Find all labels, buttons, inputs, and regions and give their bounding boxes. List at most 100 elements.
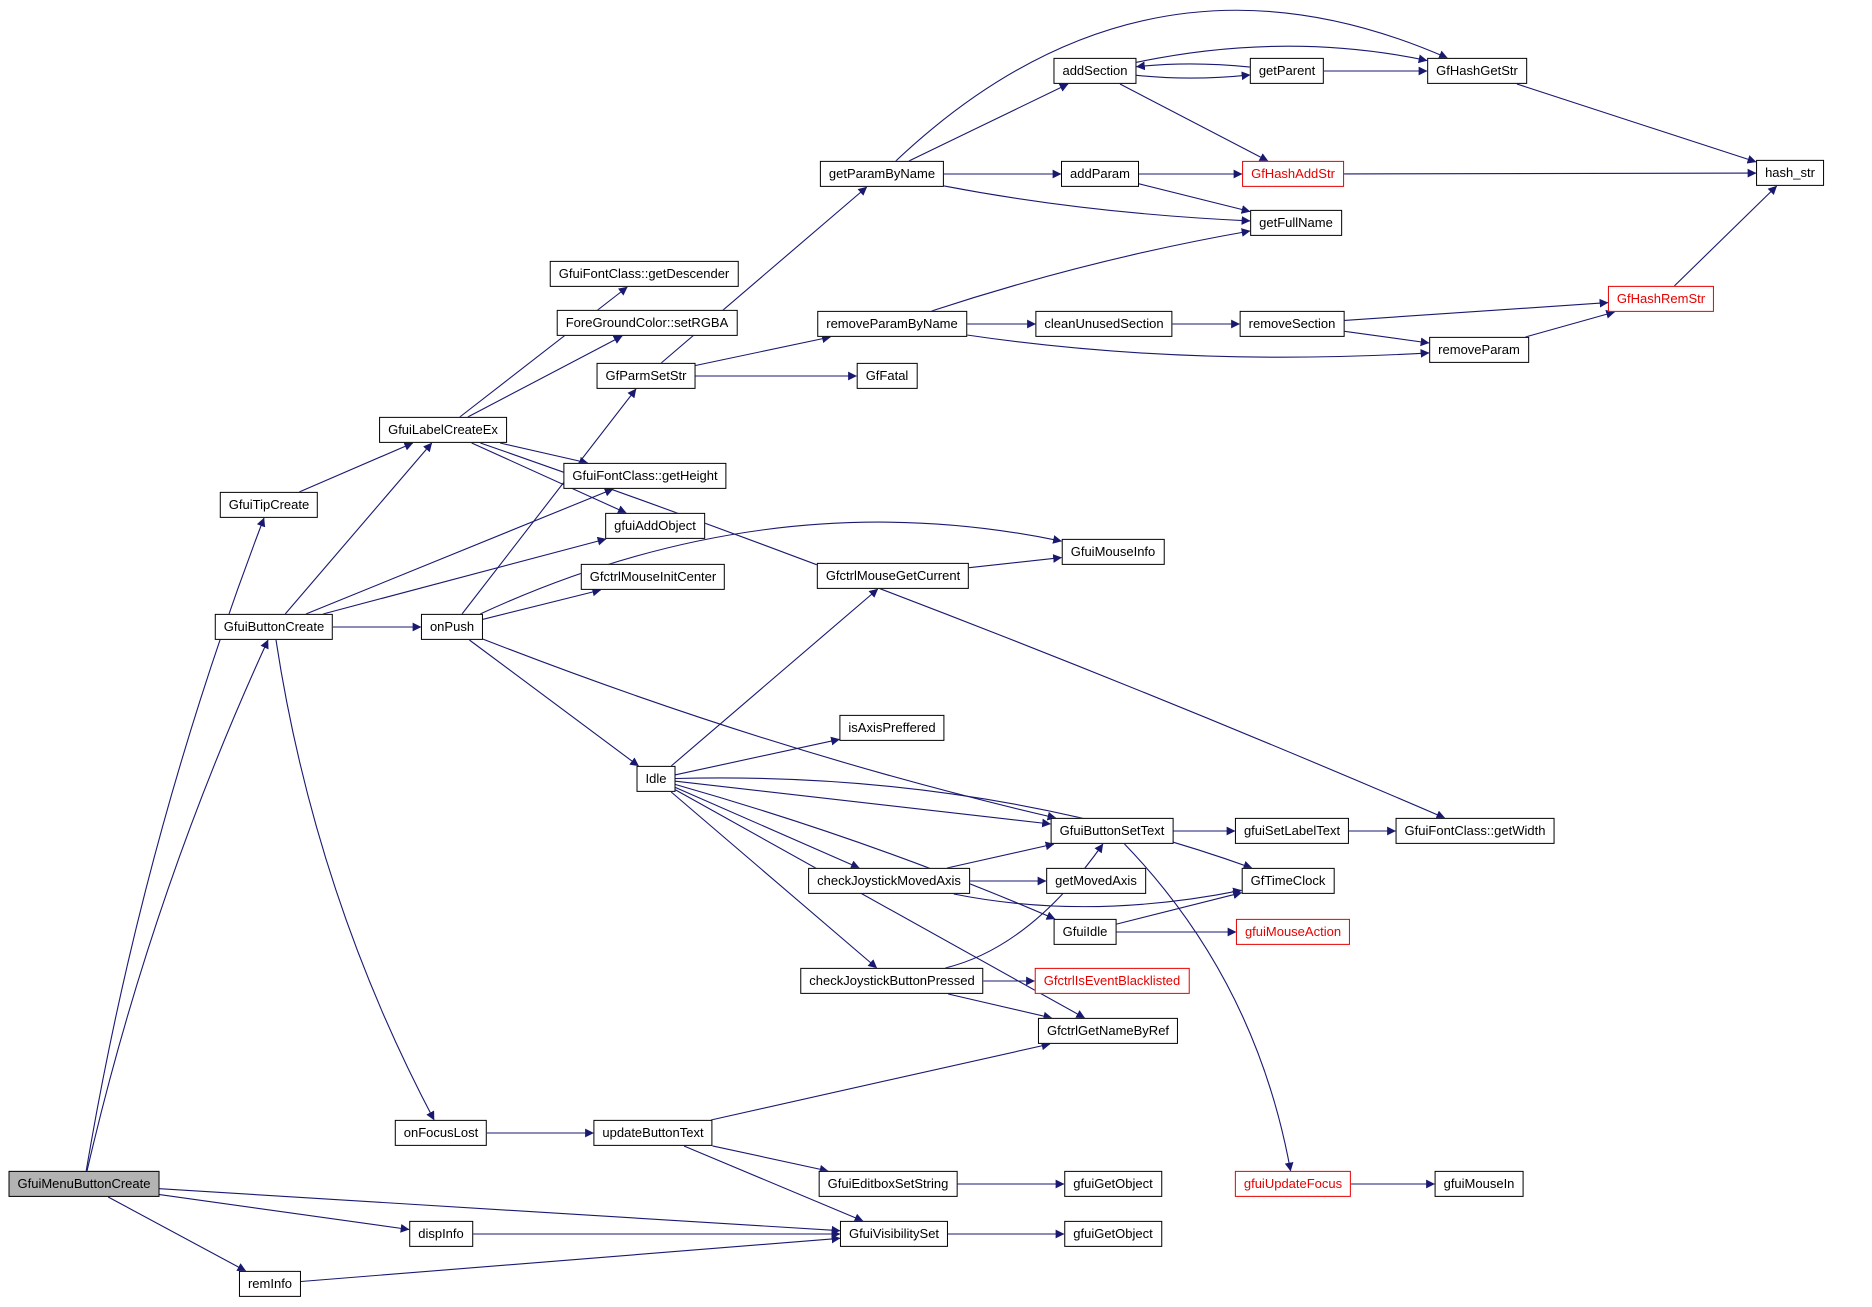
edge-menuButtonCreate-to-tipCreate <box>85 517 266 1172</box>
node-timeClock[interactable]: GfTimeClock <box>1241 867 1335 895</box>
node-getParent[interactable]: getParent <box>1249 57 1325 85</box>
node-idle[interactable]: Idle <box>636 765 676 793</box>
node-getObject2[interactable]: gfuiGetObject <box>1064 1220 1162 1248</box>
node-buttonSetText[interactable]: GfuiButtonSetText <box>1050 817 1174 845</box>
node-setLabelText[interactable]: gfuiSetLabelText <box>1234 817 1350 845</box>
edge-menuButtonCreate-to-dispInfo <box>159 1194 410 1233</box>
node-addSection[interactable]: addSection <box>1053 57 1137 85</box>
node-hashRemStr[interactable]: GfHashRemStr <box>1607 285 1715 313</box>
edge-idle-to-gfuiIdle <box>675 783 1056 920</box>
node-mouseIn[interactable]: gfuiMouseIn <box>1434 1170 1524 1198</box>
node-getObject1[interactable]: gfuiGetObject <box>1064 1170 1162 1198</box>
edge-buttonCreate-to-addObject <box>322 536 607 615</box>
edge-buttonCreate-to-getHeight <box>305 488 614 615</box>
node-editboxSetString[interactable]: GfuiEditboxSetString <box>818 1170 958 1198</box>
edge-onPush-to-mouseInitCenter <box>482 587 602 620</box>
node-mouseGetCurrent[interactable]: GfctrlMouseGetCurrent <box>816 562 970 590</box>
edge-labelCreateEx-to-getWidth <box>480 442 1446 819</box>
edge-idle-to-getNameByRef <box>675 789 1086 1019</box>
node-checkJoyButtonPressed[interactable]: checkJoystickButtonPressed <box>800 967 984 995</box>
node-addObject[interactable]: gfuiAddObject <box>605 512 705 540</box>
node-removeSection[interactable]: removeSection <box>1239 310 1345 338</box>
node-isAxisPreffered[interactable]: isAxisPreffered <box>839 714 945 742</box>
node-visibilitySet[interactable]: GfuiVisibilitySet <box>839 1220 949 1248</box>
edge-menuButtonCreate-to-visibilitySet <box>159 1188 841 1235</box>
node-mouseAction[interactable]: gfuiMouseAction <box>1235 918 1351 946</box>
edge-addParam-to-getFullName <box>1138 183 1251 214</box>
node-getFullName[interactable]: getFullName <box>1250 209 1342 237</box>
edge-remInfo-to-visibilitySet <box>300 1234 841 1283</box>
edge-idle-to-isAxisPreffered <box>675 736 840 776</box>
edge-labelCreateEx-to-getDescender <box>459 286 628 418</box>
edge-checkJoyMovedAxis-to-buttonSetText <box>946 841 1055 869</box>
edge-gfuiIdle-to-timeClock <box>1116 890 1242 925</box>
node-gfuiIdle[interactable]: GfuiIdle <box>1053 918 1117 946</box>
edge-buttonSetText-to-updateFocus <box>1124 843 1294 1172</box>
edge-menuButtonCreate-to-buttonCreate <box>86 639 269 1172</box>
node-setRGBA[interactable]: ForeGroundColor::setRGBA <box>556 309 738 337</box>
node-getWidth[interactable]: GfuiFontClass::getWidth <box>1395 817 1555 845</box>
edge-tipCreate-to-labelCreateEx <box>298 442 414 493</box>
node-onPush[interactable]: onPush <box>420 613 484 641</box>
edge-hashGetStr-to-hashStr <box>1516 83 1757 164</box>
node-cleanUnusedSection[interactable]: cleanUnusedSection <box>1035 310 1173 338</box>
edge-getParamByName-to-addSection <box>908 83 1069 162</box>
edge-idle-to-buttonSetText <box>675 780 1051 828</box>
edge-checkJoyMovedAxis-to-timeClock <box>953 887 1242 908</box>
edge-updateButtonText-to-editboxSetString <box>712 1145 829 1174</box>
edge-labelCreateEx-to-getHeight <box>499 442 589 466</box>
node-removeParam[interactable]: removeParam <box>1429 336 1529 364</box>
node-isEventBlacklisted[interactable]: GfctrlIsEventBlacklisted <box>1034 967 1190 995</box>
node-dispInfo[interactable]: dispInfo <box>409 1220 473 1248</box>
node-getMovedAxis[interactable]: getMovedAxis <box>1046 867 1146 895</box>
node-checkJoyMovedAxis[interactable]: checkJoystickMovedAxis <box>808 867 970 895</box>
edge-removeParam-to-hashRemStr <box>1525 310 1616 338</box>
edge-idle-to-checkJoyMovedAxis <box>675 786 860 869</box>
node-gfFatal[interactable]: GfFatal <box>856 362 918 390</box>
edge-buttonCreate-to-labelCreateEx <box>284 442 433 615</box>
edge-removeParamByName-to-removeParam <box>966 334 1430 358</box>
edge-removeParamByName-to-getFullName <box>931 228 1251 312</box>
edge-addSection-to-getParent <box>1136 71 1251 81</box>
edge-updateButtonText-to-visibilitySet <box>683 1145 864 1222</box>
node-onFocusLost[interactable]: onFocusLost <box>394 1119 488 1147</box>
node-getParamByName[interactable]: getParamByName <box>819 160 945 188</box>
edge-menuButtonCreate-to-remInfo <box>107 1196 247 1272</box>
edge-addSection-to-hashAddStr <box>1119 83 1269 162</box>
node-parmSetStr[interactable]: GfParmSetStr <box>596 362 696 390</box>
node-buttonCreate[interactable]: GfuiButtonCreate <box>214 613 334 641</box>
node-tipCreate[interactable]: GfuiTipCreate <box>219 491 319 519</box>
node-labelCreateEx[interactable]: GfuiLabelCreateEx <box>379 416 507 444</box>
node-mouseInfo[interactable]: GfuiMouseInfo <box>1061 538 1165 566</box>
node-addParam[interactable]: addParam <box>1061 160 1139 188</box>
edge-idle-to-checkJoyButtonPressed <box>670 791 878 969</box>
node-hashAddStr[interactable]: GfHashAddStr <box>1242 160 1344 188</box>
node-remInfo[interactable]: remInfo <box>238 1270 302 1298</box>
edge-idle-to-mouseGetCurrent <box>670 588 879 767</box>
edge-removeSection-to-hashRemStr <box>1344 298 1609 321</box>
node-getNameByRef[interactable]: GfctrlGetNameByRef <box>1037 1017 1179 1045</box>
edge-buttonCreate-to-onFocusLost <box>275 639 435 1121</box>
edge-labelCreateEx-to-addObject <box>471 442 627 514</box>
edge-getParent-to-addSection <box>1136 61 1251 71</box>
edge-addSection-to-hashGetStr <box>1136 45 1428 64</box>
edge-onPush-to-buttonSetText <box>482 638 1057 821</box>
node-updateButtonText[interactable]: updateButtonText <box>593 1119 713 1147</box>
edge-hashRemStr-to-hashStr <box>1673 185 1778 287</box>
node-getDescender[interactable]: GfuiFontClass::getDescender <box>549 260 739 288</box>
node-getHeight[interactable]: GfuiFontClass::getHeight <box>563 462 727 490</box>
edge-hashAddStr-to-hashStr <box>1343 168 1757 178</box>
edge-onPush-to-idle <box>469 639 639 767</box>
node-hashStr[interactable]: hash_str <box>1756 159 1824 187</box>
edge-onPush-to-parmSetStr <box>461 388 637 615</box>
edge-mouseGetCurrent-to-mouseInfo <box>968 554 1062 569</box>
edge-removeSection-to-removeParam <box>1344 330 1430 347</box>
node-menuButtonCreate: GfuiMenuButtonCreate <box>8 1170 160 1198</box>
node-removeParamByName[interactable]: removeParamByName <box>817 310 967 338</box>
node-hashGetStr[interactable]: GfHashGetStr <box>1427 57 1527 85</box>
node-updateFocus[interactable]: gfuiUpdateFocus <box>1234 1170 1352 1198</box>
edge-getParamByName-to-getFullName <box>943 185 1251 225</box>
node-mouseInitCenter[interactable]: GfctrlMouseInitCenter <box>580 563 726 591</box>
